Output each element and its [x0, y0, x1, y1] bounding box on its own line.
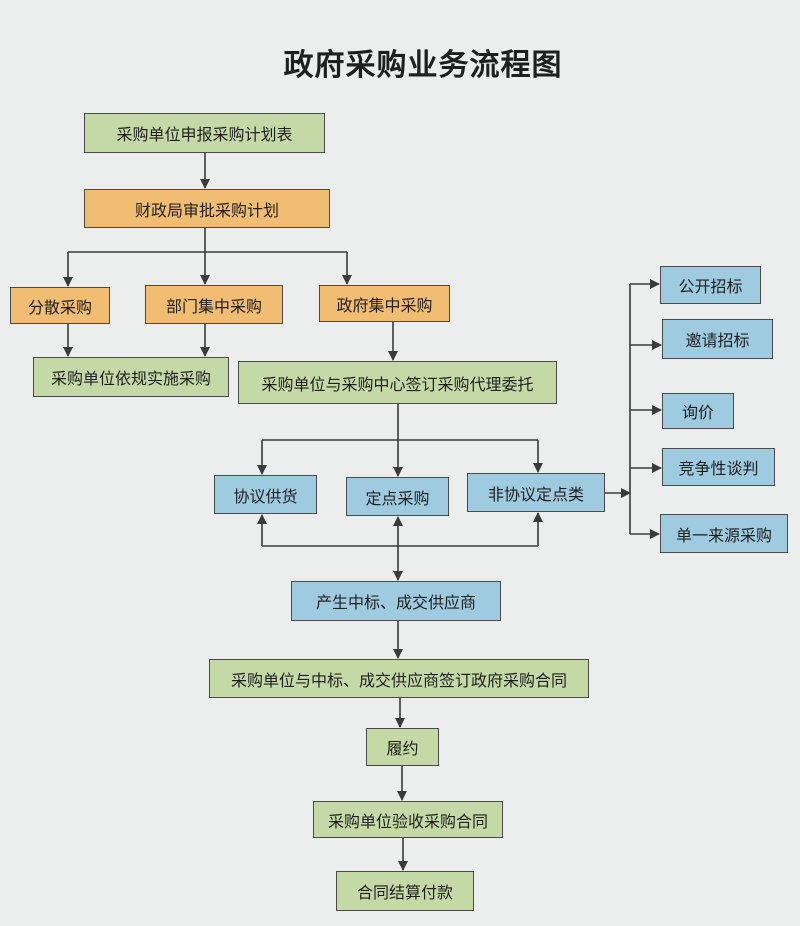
node-n9: 定点采购	[346, 477, 449, 516]
diagram-title: 政府采购业务流程图	[283, 48, 563, 83]
node-n15: 合同结算付款	[336, 871, 474, 911]
node-n7: 采购单位与采购中心签订采购代理委托	[238, 361, 557, 404]
node-n8: 协议供货	[214, 475, 317, 514]
node-n5: 政府集中采购	[319, 285, 450, 322]
node-m1: 公开招标	[660, 266, 761, 304]
node-n14: 采购单位验收采购合同	[313, 801, 503, 838]
node-n10: 非协议定点类	[467, 473, 605, 512]
node-n6: 采购单位依规实施采购	[33, 357, 229, 397]
node-n13: 履约	[366, 728, 439, 766]
node-m5: 单一来源采购	[660, 514, 788, 553]
node-m2: 邀请招标	[662, 319, 773, 359]
node-m3: 询价	[662, 393, 734, 429]
node-n1: 采购单位申报采购计划表	[84, 113, 325, 153]
node-n2: 财政局审批采购计划	[84, 189, 330, 228]
node-m4: 竞争性谈判	[662, 448, 775, 486]
node-n4: 部门集中采购	[145, 285, 283, 324]
node-n11: 产生中标、成交供应商	[291, 581, 501, 621]
edge-n2-branch	[68, 228, 347, 253]
node-n12: 采购单位与中标、成交供应商签订政府采购合同	[209, 659, 589, 698]
edge-n7-branch	[262, 404, 538, 441]
node-n3: 分散采购	[10, 287, 110, 324]
